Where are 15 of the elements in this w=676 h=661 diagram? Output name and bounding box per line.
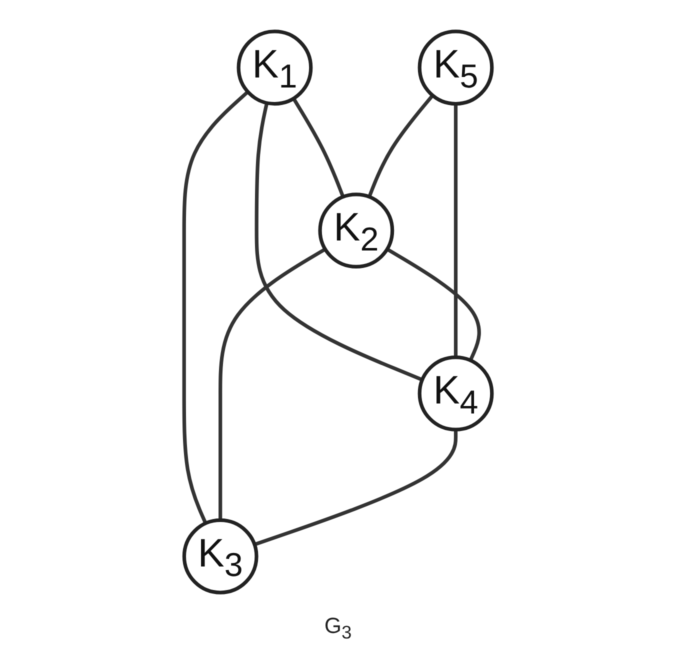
node-circle (418, 356, 494, 432)
connector (292, 98, 345, 198)
caption: G$_{3}$ (324, 613, 352, 644)
connector (218, 248, 326, 520)
connector (182, 90, 250, 524)
node-circle (418, 30, 494, 106)
node-circle (182, 518, 258, 595)
node-circle (318, 192, 394, 269)
node-circle (236, 30, 313, 106)
connector (386, 248, 481, 362)
connector (254, 102, 423, 382)
connector (368, 94, 434, 198)
graph-drawing: K$_{1}$ K$_{5}$ K$_{2}$ K$_{4}$ K$_{3}$ (18, 17, 658, 608)
connector (254, 430, 458, 547)
connector (454, 104, 458, 358)
